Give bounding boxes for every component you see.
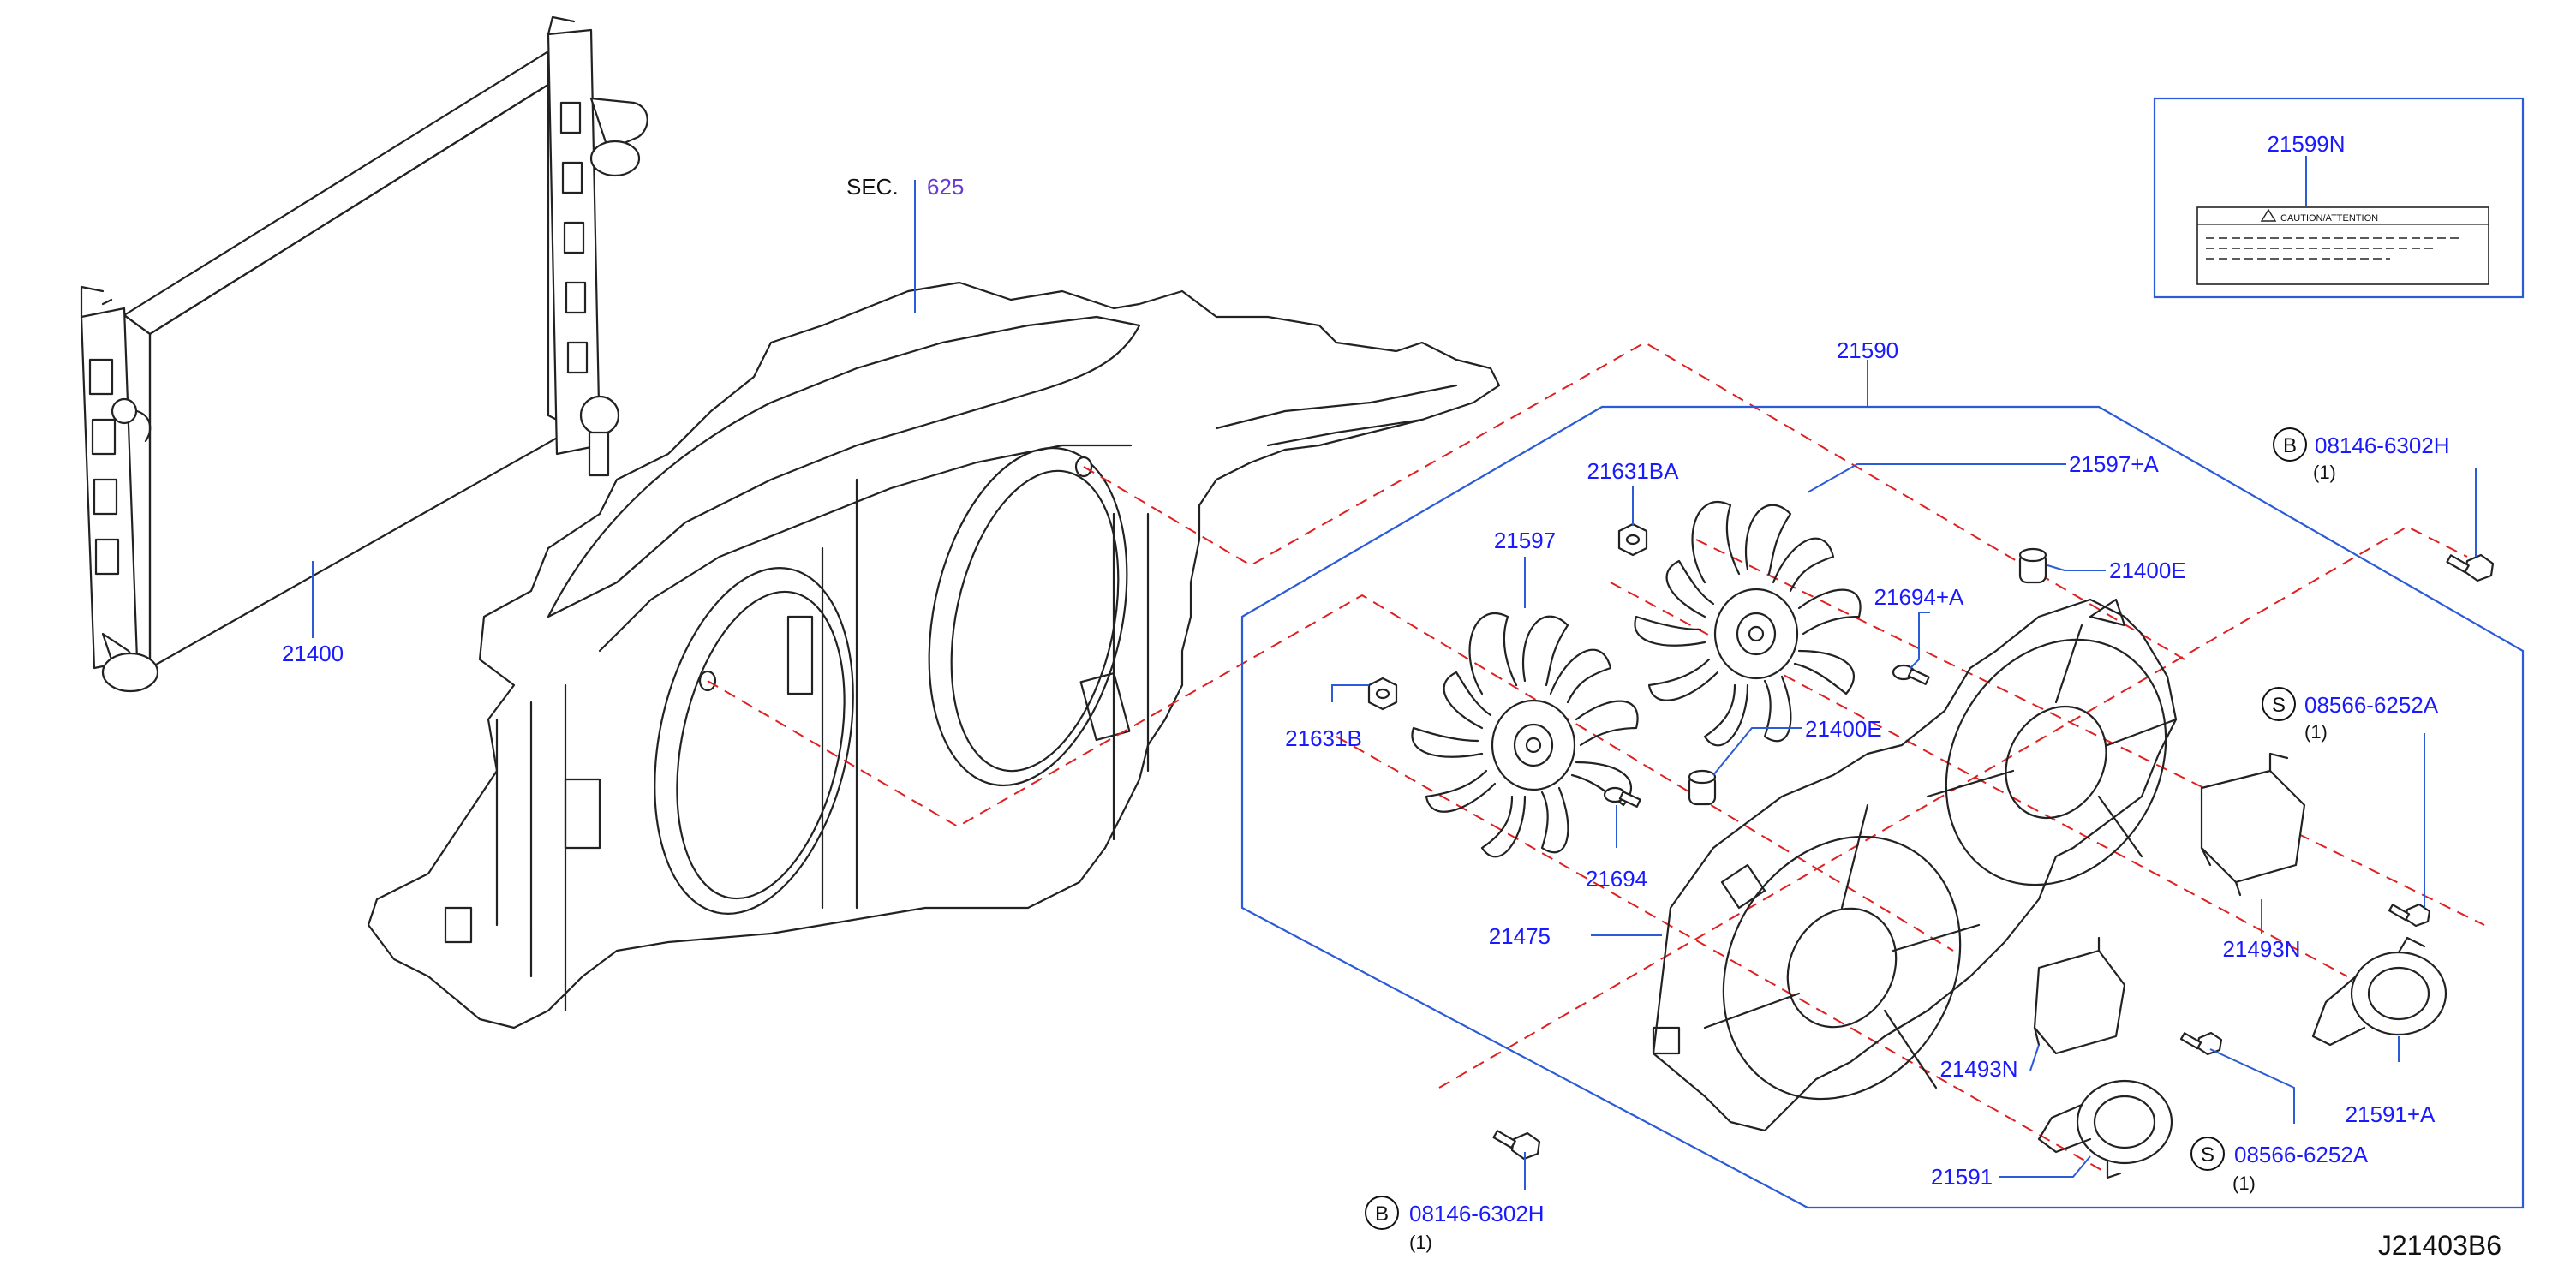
label-nut-b: 21631B [1285, 725, 1362, 751]
radiator-drawing [80, 15, 648, 693]
label-bolt-a: 21694+A [1874, 584, 1964, 610]
label-resistor-2: 21493N [1939, 1056, 2017, 1082]
marker-b-letter: B [2283, 434, 2297, 457]
label-nut-ba: 21631BA [1587, 458, 1680, 484]
label-screw-s-bot: 08566-6252A [2234, 1142, 2369, 1167]
label-bolt-b-bot-qty: (1) [1409, 1232, 1432, 1253]
caution-label-text: CAUTION/ATTENTION [2280, 213, 2378, 224]
warning-triangle-icon [2260, 208, 2277, 222]
label-section-prefix: SEC. [846, 174, 899, 200]
hardware-drawing [1367, 522, 2495, 1179]
label-grommet-mid: 21400E [1805, 716, 1882, 742]
phantom-lines [707, 341, 2485, 1174]
callout-bolt-b-bot: B 08146-6302H (1) [1365, 1196, 1545, 1253]
shroud-drawing [1652, 598, 2178, 1132]
label-grommet-top: 21400E [2109, 558, 2186, 583]
callout-bolt-b-top: B 08146-6302H (1) [2273, 427, 2450, 483]
label-screw-s-top: 08566-6252A [2304, 692, 2439, 718]
callout-screw-s-top: S 08566-6252A (1) [2262, 687, 2439, 743]
caution-label-inset: CAUTION/ATTENTION [2153, 97, 2525, 299]
label-bolt-b-top-qty: (1) [2313, 462, 2336, 483]
label-section-ref[interactable]: 625 [927, 174, 964, 200]
marker-s-letter: S [2201, 1143, 2214, 1167]
callout-screw-s-bot: S 08566-6252A (1) [2190, 1137, 2369, 1194]
label-caution-label: 21599N [2267, 131, 2345, 157]
label-fan: 21597 [1494, 528, 1556, 553]
label-resistor-1: 21493N [2222, 936, 2300, 962]
marker-b-letter: B [1375, 1202, 1389, 1226]
label-radiator: 21400 [282, 641, 344, 666]
label-fan-a: 21597+A [2069, 451, 2159, 477]
label-motor: 21591 [1931, 1164, 1993, 1190]
label-bolt: 21694 [1586, 866, 1647, 892]
marker-s-icon [2262, 687, 2296, 721]
label-bolt-b-bot: 08146-6302H [1409, 1201, 1545, 1226]
label-shroud: 21475 [1489, 923, 1551, 949]
fan-right-drawing [1634, 501, 1862, 747]
marker-b-icon [1365, 1196, 1399, 1230]
fan-left-drawing [1411, 612, 1639, 858]
diagram-id: J21403B6 [2378, 1230, 2501, 1261]
label-bolt-b-top: 08146-6302H [2315, 433, 2450, 458]
fan-assembly-boundary [1240, 405, 2525, 1209]
label-screw-s-bot-qty: (1) [2232, 1173, 2256, 1194]
label-motor-a: 21591+A [2346, 1101, 2436, 1127]
marker-b-icon [2273, 427, 2307, 462]
label-screw-s-top-qty: (1) [2304, 721, 2328, 743]
marker-s-icon [2190, 1137, 2225, 1171]
marker-s-letter: S [2272, 694, 2286, 717]
core-support-drawing [367, 281, 1501, 1029]
label-fan-assembly: 21590 [1837, 337, 1898, 363]
leader-lines [312, 180, 2477, 1190]
